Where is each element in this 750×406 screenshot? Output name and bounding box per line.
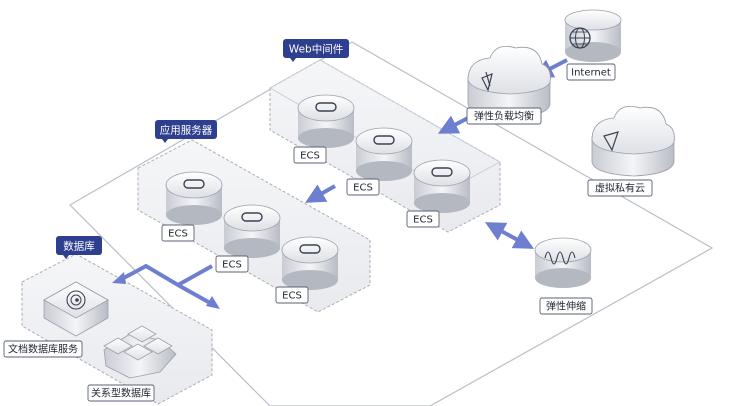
slb-label-box: 弹性负载均衡 [466,107,542,125]
app-group-tag: 应用服务器 [155,120,217,143]
ecs-label: ECS [413,215,433,226]
autoscaling-label-box: 弹性伸缩 [539,297,593,315]
web-group-label: Web中间件 [289,43,343,56]
load-balancer-icon [481,71,493,92]
internet-node[interactable] [564,9,622,62]
ecs-label-app-3: ECS [275,286,309,304]
db-group-tag: 数据库 [56,236,102,259]
vpc-label: 虚拟私有云 [595,182,645,195]
scaling-wave-icon [544,251,576,265]
ecs-server-web-3[interactable] [413,159,471,213]
ecs-label: ECS [168,229,188,240]
globe-icon [569,27,591,49]
docdb-node[interactable] [43,281,109,337]
autoscaling-node[interactable] [534,237,592,288]
vpc-node[interactable] [591,105,675,177]
server-icon [373,135,395,145]
slb-label: 弹性负载均衡 [474,110,534,123]
server-icon [431,167,453,177]
rds-node[interactable] [103,325,177,379]
server-icon [241,212,263,222]
vpc-label-box: 虚拟私有云 [587,179,653,197]
server-icon [315,102,337,112]
ecs-label: ECS [353,183,373,194]
internet-label-box: Internet [566,63,616,81]
slb-node[interactable] [467,45,551,119]
ecs-server-web-2[interactable] [355,127,413,181]
hexagon-icon [123,343,153,361]
app-group-label: 应用服务器 [160,124,213,137]
autoscaling-label: 弹性伸缩 [546,300,586,313]
arrow-web-autoscaling [484,222,535,249]
ecs-label-web-3: ECS [406,210,440,228]
arrow-slb-to-web [437,115,469,134]
ecs-server-app-3[interactable] [281,236,339,290]
vpc-icon [603,131,619,152]
ecs-label: ECS [282,291,302,302]
arrow-app-to-db [119,263,213,306]
ecs-label-app-2: ECS [215,255,249,273]
arrow-app-to-db-head1 [112,272,126,284]
db-zone [21,253,213,405]
ecs-label-app-1: ECS [161,224,195,242]
spiral-icon [66,290,86,310]
server-icon [299,244,321,254]
ecs-label-web-1: ECS [293,146,327,164]
web-group-tag: Web中间件 [283,39,349,62]
rds-label-box: 关系型数据库 [87,384,155,402]
db-group-label: 数据库 [63,240,95,253]
ecs-label-web-2: ECS [346,178,380,196]
ecs-label: ECS [300,151,320,162]
rds-label: 关系型数据库 [91,387,151,400]
docdb-label: 文档数据库服务 [8,343,78,356]
arrow-app-to-db-head2 [206,296,220,309]
ecs-server-app-1[interactable] [165,171,223,225]
ecs-label: ECS [222,260,242,271]
ecs-server-app-2[interactable] [223,204,281,258]
docdb-label-box: 文档数据库服务 [3,340,83,358]
arrow-web-to-app [305,184,336,203]
ecs-server-web-1[interactable] [297,94,355,148]
server-icon [183,179,205,189]
internet-label: Internet [571,68,611,79]
